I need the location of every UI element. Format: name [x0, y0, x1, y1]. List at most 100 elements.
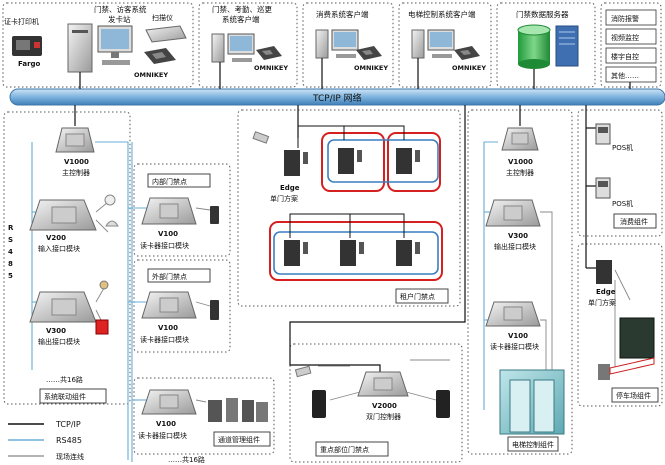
elevator-group-label: 电梯控制组件	[512, 440, 554, 449]
parking-group-label: 停车场组件	[616, 391, 651, 400]
database-icon	[517, 24, 551, 69]
attendance-client-box	[198, 2, 298, 88]
elevator-client-box	[398, 2, 492, 88]
server-tower-icon	[555, 25, 579, 67]
tenant-door-icons	[284, 148, 420, 266]
key-area-box	[289, 343, 463, 463]
elevator-client-pc-icon	[411, 29, 455, 59]
pos-label-box	[613, 213, 657, 229]
card-reader-icon	[210, 206, 219, 224]
edge-controller-icon	[284, 150, 308, 176]
parking-single-door: 单门方案	[588, 298, 616, 307]
outer-door-label-box	[147, 268, 211, 283]
tenant-group-label: 租户门禁点	[400, 292, 435, 301]
linkage-v300: V300	[46, 327, 66, 335]
pos-terminal-icon	[595, 123, 611, 145]
elevator-output-module: 输出接口模块	[494, 242, 536, 251]
omnikey-label-3: OMNIKEY	[354, 64, 388, 72]
integration-video-box	[605, 28, 657, 45]
linkage-v200: V200	[46, 234, 66, 242]
key-area-label-box	[315, 441, 389, 457]
integration-other-label: 其他……	[611, 71, 639, 80]
linkage-main-controller: 主控制器	[62, 168, 90, 177]
reader-v100-a: V100	[158, 230, 178, 238]
integration-video-label: 视频监控	[611, 33, 639, 42]
key-area-dual-controller: 双门控制器	[366, 412, 401, 421]
omnikey-reader-icon	[144, 48, 176, 64]
elevator-reader-module: 读卡器接口模块	[490, 342, 539, 351]
tenant-red-ring-c	[269, 221, 443, 281]
integration-fire-box	[605, 9, 657, 26]
tenant-single-door: 单门方案	[270, 194, 298, 203]
elevator-label-box	[507, 436, 559, 452]
v300-panel-icon	[485, 199, 541, 227]
reader-v100-c: V100	[156, 420, 176, 428]
linkage-count: ……共16路	[46, 375, 83, 384]
v100-panel-icon	[141, 291, 197, 319]
reader-count: ……共16路	[168, 455, 205, 464]
legend	[8, 423, 44, 457]
tenant-blue-ring-b	[273, 231, 439, 275]
tenant-red-ring-b	[387, 132, 441, 192]
channel-box	[133, 377, 275, 455]
scanner-icon	[145, 25, 187, 43]
issuing-station-box	[2, 2, 194, 88]
legend-tcpip: TCP/IP	[55, 420, 81, 429]
workstation-icon	[67, 23, 133, 73]
integration-bas-box	[605, 47, 657, 64]
channel-group-label: 通道管理组件	[218, 435, 260, 444]
integration-other-box	[605, 66, 657, 83]
pos-group-box	[577, 109, 663, 237]
key-area-group-label: 重点部位门禁点	[320, 445, 369, 454]
parking-label-box	[611, 387, 659, 403]
linkage-label-box	[39, 388, 107, 404]
tenant-red-ring-a	[321, 132, 385, 192]
data-server-label: 门禁数据服务器	[516, 9, 569, 19]
v300-panel-icon	[29, 291, 97, 323]
parking-edge: Edge	[596, 288, 616, 296]
tcpip-network-bar	[9, 88, 665, 106]
consumption-pc-icon	[315, 29, 359, 59]
omnikey-reader-icon	[356, 46, 382, 60]
linkage-group-box	[3, 111, 131, 405]
legend-rs485: RS485	[56, 436, 82, 445]
omnikey-label-4: OMNIKEY	[452, 64, 486, 72]
linkage-input-module: 输入接口模块	[38, 244, 80, 253]
v1000-panel-icon	[501, 127, 539, 151]
outer-door-box	[133, 259, 231, 353]
elevator-cab-icon	[499, 369, 565, 435]
v200-panel-icon	[29, 199, 97, 231]
elevator-v100: V100	[508, 332, 528, 340]
parking-cabinet-icon	[619, 317, 655, 359]
v2000-panel-icon	[357, 371, 409, 397]
pos-label-2: POS机	[612, 199, 633, 208]
issuing-station-line1: 门禁、访客系统	[94, 4, 147, 14]
edge-controller-icon	[596, 260, 612, 284]
inner-door-label: 内部门禁点	[152, 177, 187, 186]
consumption-client-label: 消费系统客户端	[316, 9, 369, 19]
keypad-reader-icon	[312, 390, 450, 418]
outer-door-label: 外部门禁点	[152, 272, 187, 281]
consumption-client-box	[302, 2, 394, 88]
reader-v100-b: V100	[158, 324, 178, 332]
omnikey-label-2: OMNIKEY	[254, 64, 288, 72]
v100-panel-icon	[141, 389, 197, 415]
card-reader-icon	[210, 300, 219, 320]
elevator-main-controller: 主控制器	[506, 168, 534, 177]
pos-group-label: 消费组件	[620, 217, 648, 226]
rs485-digit-4: 4	[8, 248, 13, 256]
linkage-v1000: V1000	[64, 158, 89, 166]
controller-panel-icon	[55, 127, 95, 153]
barrier-gate-icon	[598, 357, 655, 380]
siren-icon	[95, 280, 109, 335]
camera-icon	[252, 131, 270, 144]
omnikey-reader-icon	[454, 46, 480, 60]
omnikey-reader-icon	[256, 46, 282, 60]
reader-module-a: 读卡器接口模块	[140, 241, 189, 250]
linkage-output-module: 输出接口模块	[38, 337, 80, 346]
rs485-letter-r: R	[8, 224, 14, 232]
fargo-label: Fargo	[18, 60, 41, 68]
inner-door-box	[133, 163, 231, 257]
camera-icon	[294, 365, 312, 378]
omnikey-label-1: OMNIKEY	[134, 71, 168, 79]
